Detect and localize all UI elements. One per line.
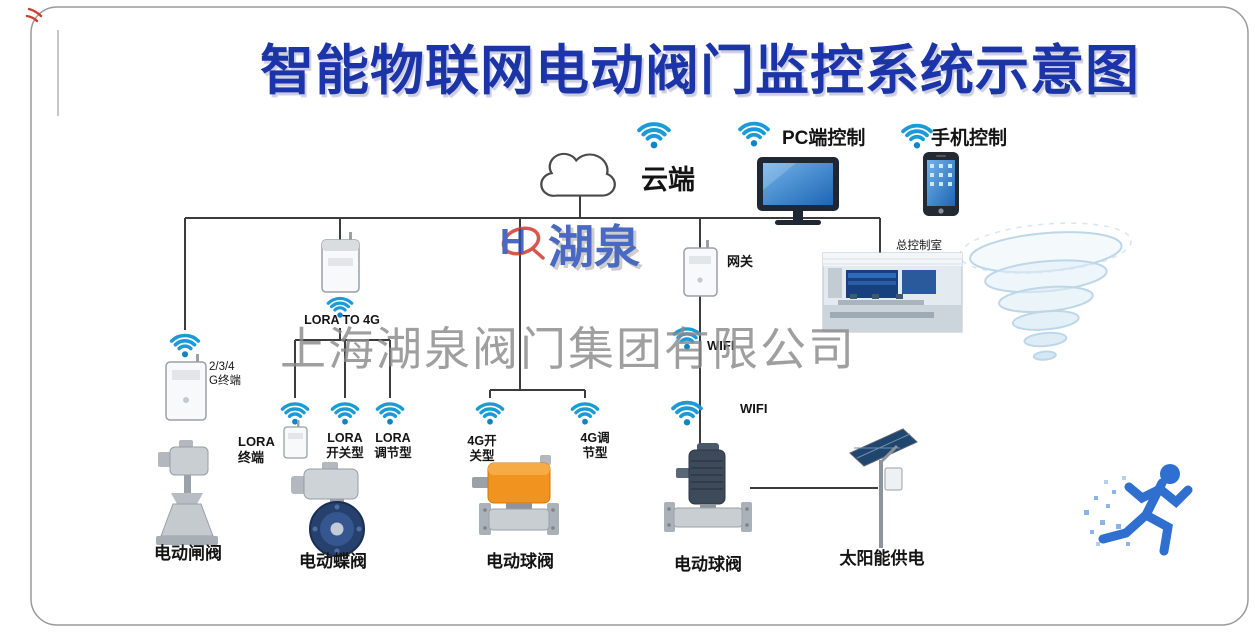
label-line: 终端	[238, 449, 265, 465]
terminal-234g-device	[165, 354, 207, 421]
runner-figure	[1084, 464, 1193, 556]
solar-panel-image	[849, 428, 918, 548]
cloud-label: 云端	[641, 165, 695, 195]
page-border	[30, 6, 1249, 626]
solar-power-label: 太阳能供电	[839, 549, 925, 568]
gate-valve-image	[156, 440, 218, 545]
ball-valve-1-image	[472, 455, 559, 535]
label-line: 开关型	[326, 446, 364, 460]
lora-terminal-label: LORA 终端	[238, 434, 275, 465]
red-mark-artifact	[25, 7, 43, 23]
label-line: LORA	[238, 434, 275, 449]
swirl-decoration	[959, 222, 1132, 361]
lora-adjust-label: LORA 调节型	[368, 431, 418, 461]
logo-text: 湖泉	[548, 221, 640, 273]
connection-lines	[184, 196, 881, 489]
logo-emblem: H	[500, 221, 545, 262]
terminal-234g-label: 2/3/4 G终端	[209, 361, 241, 389]
label-line: LORA	[375, 431, 411, 445]
cloud-icon	[540, 152, 616, 197]
company-watermark: 上海湖泉阀门集团有限公司	[280, 323, 856, 375]
gateway-label: 网关	[727, 254, 754, 269]
lora-switch-wifi-icon	[330, 402, 360, 426]
pc-control-label: PC端控制	[782, 128, 866, 149]
label-line: 关型	[469, 449, 495, 463]
page-title: 智能物联网电动阀门监控系统示意图	[260, 41, 1140, 101]
label-line: 节型	[582, 446, 608, 460]
g4-switch-label: 4G开 关型	[458, 434, 506, 464]
label-line: G终端	[209, 374, 241, 387]
cloud-wifi-icon	[637, 122, 671, 150]
wifi-lower-icon	[671, 400, 703, 427]
logo-q-tail	[532, 248, 545, 260]
pc-wifi-icon	[738, 121, 770, 148]
wifi-upper-label: WIFI	[707, 338, 735, 353]
butterfly-valve-label: 电动蝶阀	[299, 552, 367, 571]
g4-adjust-label: 4G调 节型	[571, 431, 619, 461]
control-room-photo	[822, 252, 963, 333]
lora-to-4g-label: LORA TO 4G	[304, 313, 380, 327]
g4-switch-wifi-icon	[475, 402, 505, 426]
label-line: LORA	[327, 431, 363, 445]
lora-to-4g-device	[321, 232, 360, 293]
logo-q-ring	[501, 226, 541, 256]
ball-valve-2-label: 电动球阀	[674, 555, 742, 574]
lora-terminal-device	[283, 420, 308, 459]
wifi-lower-label: WIFI	[740, 401, 768, 416]
gate-valve-label: 电动闸阀	[154, 544, 222, 563]
ball-valve-2-image	[664, 443, 752, 532]
lora-terminal-wifi-icon	[280, 402, 310, 426]
scan-artifact-line	[57, 30, 59, 116]
control-room-label: 总控制室	[896, 240, 942, 252]
phone-wifi-icon	[901, 123, 933, 150]
lora-adjust-wifi-icon	[375, 402, 405, 426]
g4-adjust-wifi-icon	[570, 402, 600, 426]
gateway-device	[683, 240, 718, 297]
phone-control-label: 手机控制	[931, 128, 1008, 149]
label-line: 2/3/4	[209, 361, 235, 373]
pc-monitor-icon	[757, 157, 839, 225]
logo-letter-h: H	[500, 221, 526, 262]
lora-switch-label: LORA 开关型	[320, 431, 370, 461]
smartphone-icon	[923, 152, 959, 216]
butterfly-valve-image	[291, 462, 365, 557]
terminal-234g-wifi-icon	[169, 333, 201, 359]
label-line: 4G调	[580, 431, 610, 445]
label-line: 调节型	[374, 446, 412, 460]
ball-valve-1-label: 电动球阀	[486, 552, 554, 571]
label-line: 4G开	[467, 434, 497, 448]
